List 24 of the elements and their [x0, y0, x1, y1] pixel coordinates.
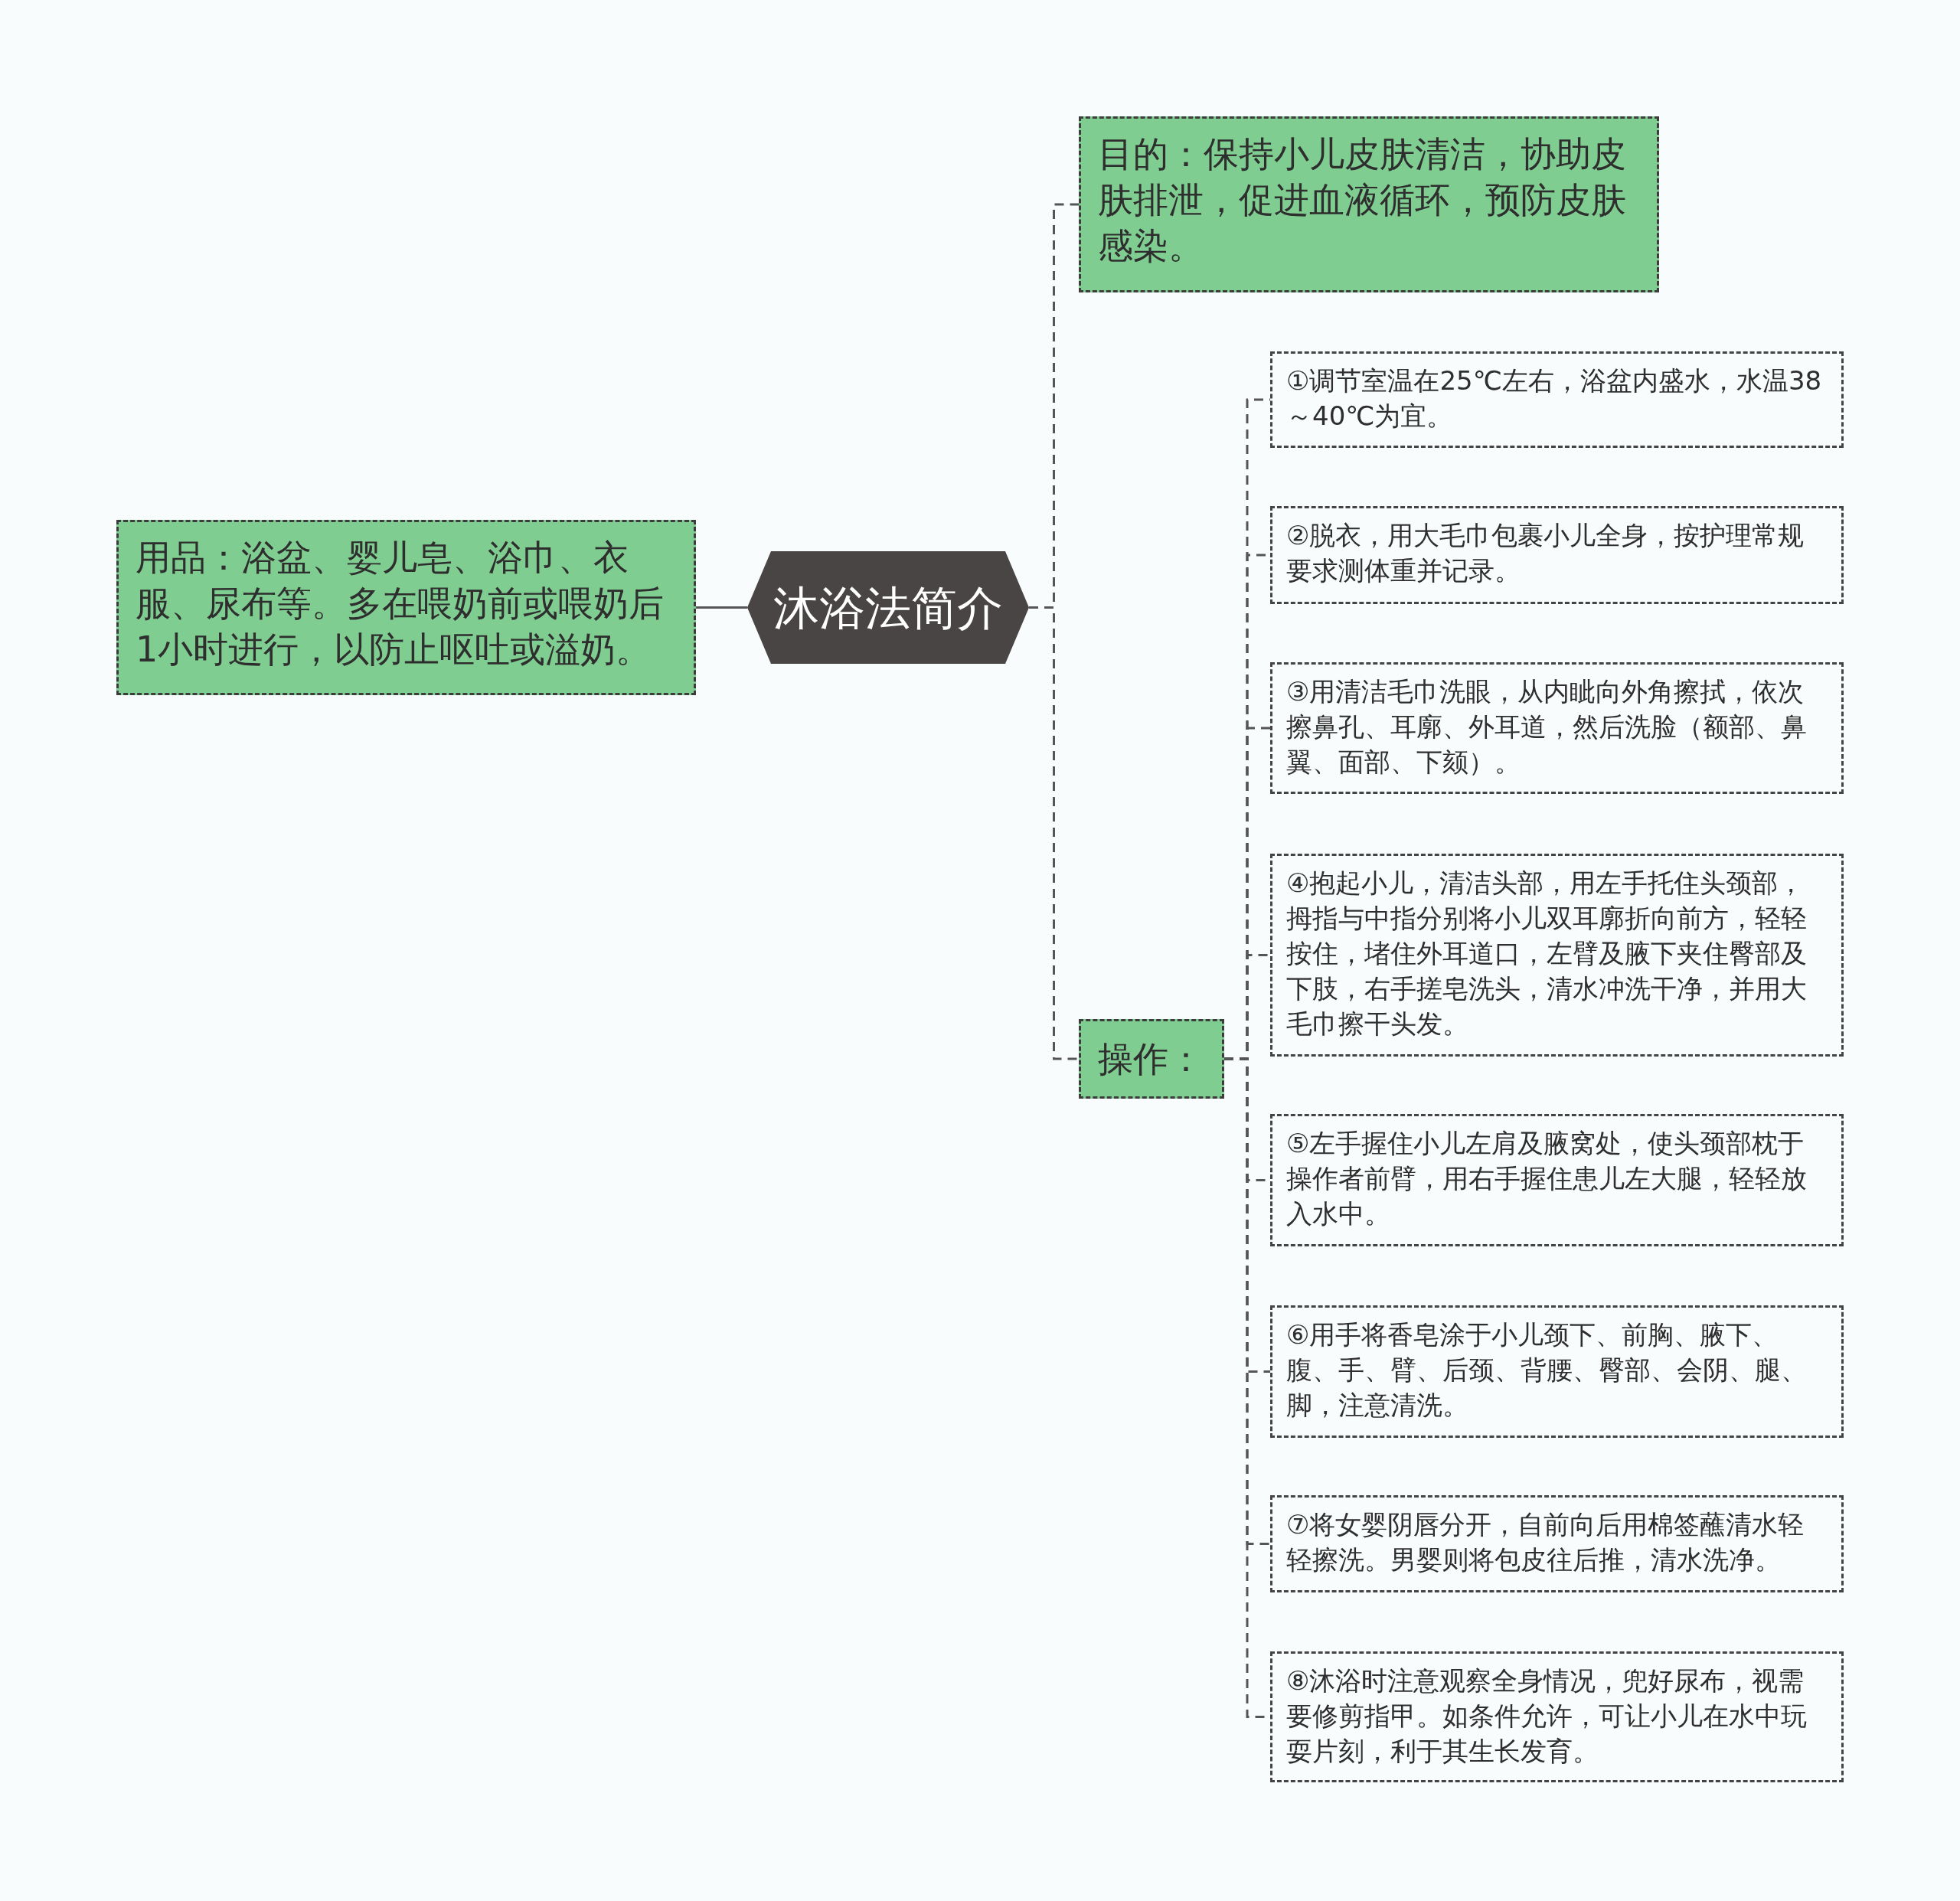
- connector-line: [696, 606, 747, 609]
- step-text: ⑤左手握住小儿左肩及腋窝处，使头颈部枕于操作者前臂，用右手握住患儿左大腿，轻轻放入水中。: [1286, 1127, 1808, 1230]
- step-text: ②脱衣，用大毛巾包裹小儿全身，按护理常规要求测体重并记录。: [1286, 519, 1805, 587]
- step-text: ⑥用手将香皂涂于小儿颈下、前胸、腋下、腹、手、臂、后颈、背腰、臀部、会阴、腿、脚，注意清洗。: [1286, 1318, 1808, 1422]
- topic-text: 目的：保持小儿皮肤清洁，协助皮肤排泄，促进血液循环，预防皮肤感染。: [1098, 132, 1627, 268]
- step-text: ③用清洁毛巾洗眼，从内眦向外角擦拭，依次擦鼻孔、耳廓、外耳道，然后洗脸（额部、鼻翼、面部、下颏）。: [1286, 675, 1808, 779]
- topic-box: [116, 520, 696, 695]
- step-box: [1270, 662, 1844, 794]
- step-text: ①调节室温在25℃左右，浴盆内盛水，水温38～40℃为宜。: [1286, 364, 1823, 433]
- step-box: [1270, 1651, 1844, 1782]
- step-text: ⑧沐浴时注意观察全身情况，兜好尿布，视需要修剪指甲。如条件允许，可让小儿在水中玩耍片刻，利于其生长发育。: [1286, 1664, 1808, 1768]
- topic-text: 用品：浴盆、婴儿皂、浴巾、衣服、尿布等。多在喂奶前或喂奶后1小时进行，以防止呕吐或溢奶。: [136, 536, 665, 671]
- topic-box: [1079, 1019, 1224, 1099]
- topic-box: [1079, 116, 1659, 292]
- step-box: [1270, 854, 1844, 1057]
- step-box: [1270, 506, 1844, 604]
- central-topic-text: 沐浴法简介: [773, 580, 1003, 635]
- step-text: ④抱起小儿，清洁头部，用左手托住头颈部，拇指与中指分别将小儿双耳廓折向前方，轻轻按住，堵住外耳道口，左臂及腋下夹住臀部及下肢，右手搓皂洗头，清水冲洗干净，并用大毛巾擦干头发。: [1286, 867, 1808, 1040]
- step-text: ⑦将女婴阴唇分开，自前向后用棉签蘸清水轻轻擦洗。男婴则将包皮往后推，清水洗净。: [1286, 1508, 1805, 1576]
- step-box: [1270, 1114, 1844, 1246]
- topic-text: 操作：: [1098, 1037, 1204, 1081]
- step-box: [1270, 1305, 1844, 1438]
- step-box: [1270, 351, 1844, 448]
- step-box: [1270, 1495, 1844, 1592]
